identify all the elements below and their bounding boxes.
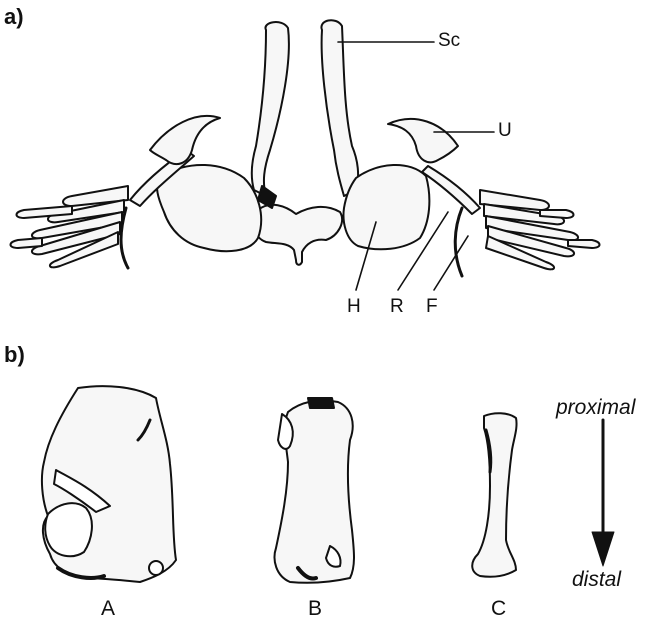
callout-scapula: Sc (438, 30, 460, 52)
pectoral-girdle-drawing (11, 20, 600, 290)
specimen-label-a: A (101, 597, 115, 621)
humerus-specimen-a (42, 386, 176, 582)
direction-distal-label: distal (572, 568, 621, 592)
right-humerus (344, 165, 430, 249)
humerus-specimen-b (275, 398, 354, 583)
right-scapula (321, 20, 358, 196)
left-ulna-process (150, 116, 220, 164)
right-ulna-process (388, 119, 458, 162)
left-scapula (252, 22, 289, 196)
callout-leaders (338, 42, 494, 290)
black-shadow-patch (258, 186, 276, 208)
direction-arrow (592, 420, 614, 566)
direction-proximal-label: proximal (556, 396, 635, 420)
callout-radius: R (390, 296, 404, 318)
specimen-label-c: C (491, 597, 506, 621)
left-humerus (157, 165, 261, 251)
callout-humerus: H (347, 296, 361, 318)
right-manus (455, 190, 599, 276)
specimen-label-b: B (308, 597, 322, 621)
right-forearm (422, 166, 480, 214)
callout-ulna: U (498, 120, 512, 142)
callout-f: F (426, 296, 438, 318)
left-manus (11, 186, 129, 268)
central-pectoral-element (254, 205, 342, 265)
humerus-specimen-c (472, 413, 516, 577)
